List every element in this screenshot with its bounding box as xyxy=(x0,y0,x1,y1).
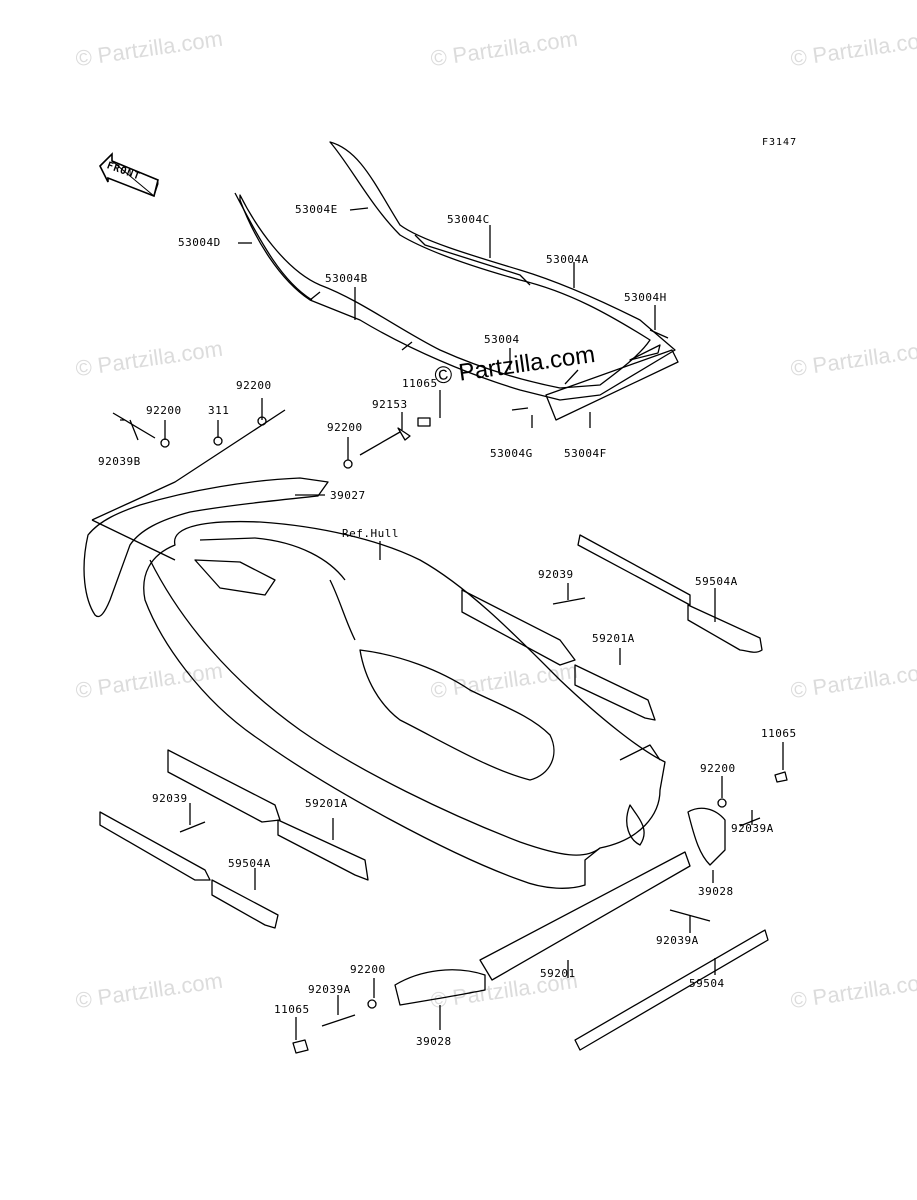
ref-label: Ref.Hull xyxy=(342,527,399,540)
part-label: 92039 xyxy=(152,792,188,805)
part-label: 92039 xyxy=(538,568,574,581)
part-label: 53004E xyxy=(295,203,338,216)
part-label: 53004C xyxy=(447,213,490,226)
part-label: 92200 xyxy=(327,421,363,434)
part-label: 92039B xyxy=(98,455,141,468)
part-label: 53004F xyxy=(564,447,607,460)
part-label: 92039A xyxy=(308,983,351,996)
front-arrow-icon xyxy=(99,152,159,198)
part-label: 11065 xyxy=(761,727,797,740)
part-label: 59504A xyxy=(695,575,738,588)
part-label: 311 xyxy=(208,404,230,417)
part-label: 11065 xyxy=(274,1003,310,1016)
part-label: 59201A xyxy=(592,632,635,645)
part-label: 53004D xyxy=(178,236,221,249)
part-label: 53004B xyxy=(325,272,368,285)
part-label: 92153 xyxy=(372,398,408,411)
part-label: 59201A xyxy=(305,797,348,810)
part-label: 53004G xyxy=(490,447,533,460)
part-label: 92200 xyxy=(236,379,272,392)
part-label: 92039A xyxy=(731,822,774,835)
part-label: 92200 xyxy=(146,404,182,417)
part-label: 59504 xyxy=(689,977,725,990)
part-label: 92039A xyxy=(656,934,699,947)
part-label: 92200 xyxy=(700,762,736,775)
part-label: 39028 xyxy=(416,1035,452,1048)
part-label: 11065 xyxy=(402,377,438,390)
diagram-code: F3147 xyxy=(762,137,798,148)
part-label: 53004 xyxy=(484,333,520,346)
part-label: 39028 xyxy=(698,885,734,898)
part-label: 39027 xyxy=(330,489,366,502)
part-label: 59504A xyxy=(228,857,271,870)
part-label: 59201 xyxy=(540,967,576,980)
part-label: 92200 xyxy=(350,963,386,976)
part-label: 53004H xyxy=(624,291,667,304)
part-label: 53004A xyxy=(546,253,589,266)
